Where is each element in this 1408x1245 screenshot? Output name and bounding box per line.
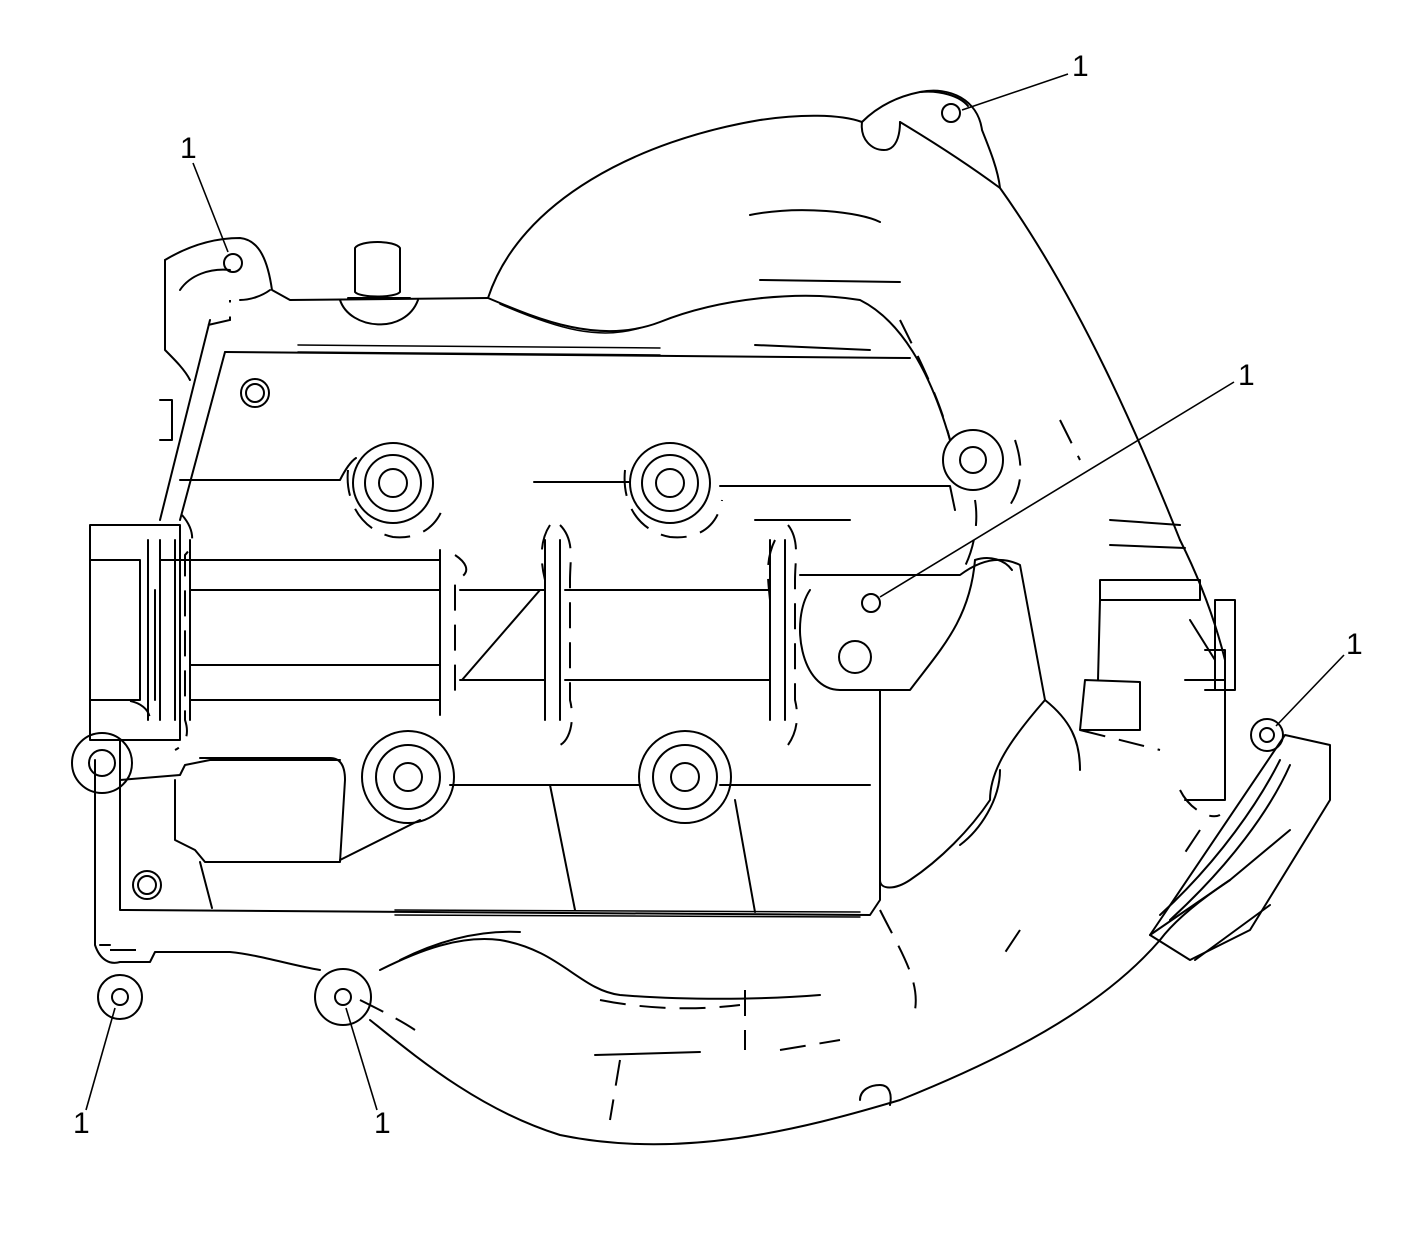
- leader-line: [85, 1007, 116, 1111]
- bolt-hole-right: [1250, 718, 1284, 752]
- callout-label: 1: [1072, 50, 1089, 83]
- callout-label: 1: [1238, 359, 1255, 392]
- leader-line: [1275, 654, 1345, 727]
- callout-label: 1: [180, 132, 197, 165]
- bolt-hole-left: [71, 732, 133, 794]
- bolt-holes: [71, 103, 1284, 1026]
- bolt-hole-top-right: [941, 103, 961, 123]
- injector-boss: [361, 730, 455, 824]
- manifold-body: [89, 89, 1331, 1146]
- callout-label: 1: [73, 1107, 90, 1140]
- leader-line: [345, 1007, 378, 1111]
- leader-line: [961, 73, 1069, 111]
- callouts: 1 1 1 1 1 1: [73, 50, 1363, 1140]
- callout-bottom-center: 1: [345, 1007, 391, 1140]
- injector-bosses: [346, 442, 732, 824]
- callout-top-left: 1: [180, 132, 229, 253]
- callout-center-right: 1: [879, 359, 1255, 598]
- hidden-lines: [90, 300, 1221, 1121]
- bolt-hole-upper-right: [942, 429, 1004, 491]
- callout-bottom-left: 1: [73, 1007, 116, 1140]
- callout-right: 1: [1275, 628, 1363, 727]
- injector-boss: [638, 730, 732, 824]
- callout-label: 1: [374, 1107, 391, 1140]
- bolt-hole-bottom-center: [314, 968, 372, 1026]
- leader-line: [879, 381, 1235, 598]
- bolt-hole-center-right: [861, 593, 881, 613]
- leader-line: [192, 162, 229, 253]
- injector-boss: [623, 442, 723, 539]
- callout-top-right: 1: [961, 50, 1089, 111]
- callout-label: 1: [1346, 628, 1363, 661]
- injector-boss: [346, 442, 446, 539]
- bolt-hole-top-left: [223, 253, 243, 273]
- bolt-hole-bottom-left: [97, 974, 143, 1020]
